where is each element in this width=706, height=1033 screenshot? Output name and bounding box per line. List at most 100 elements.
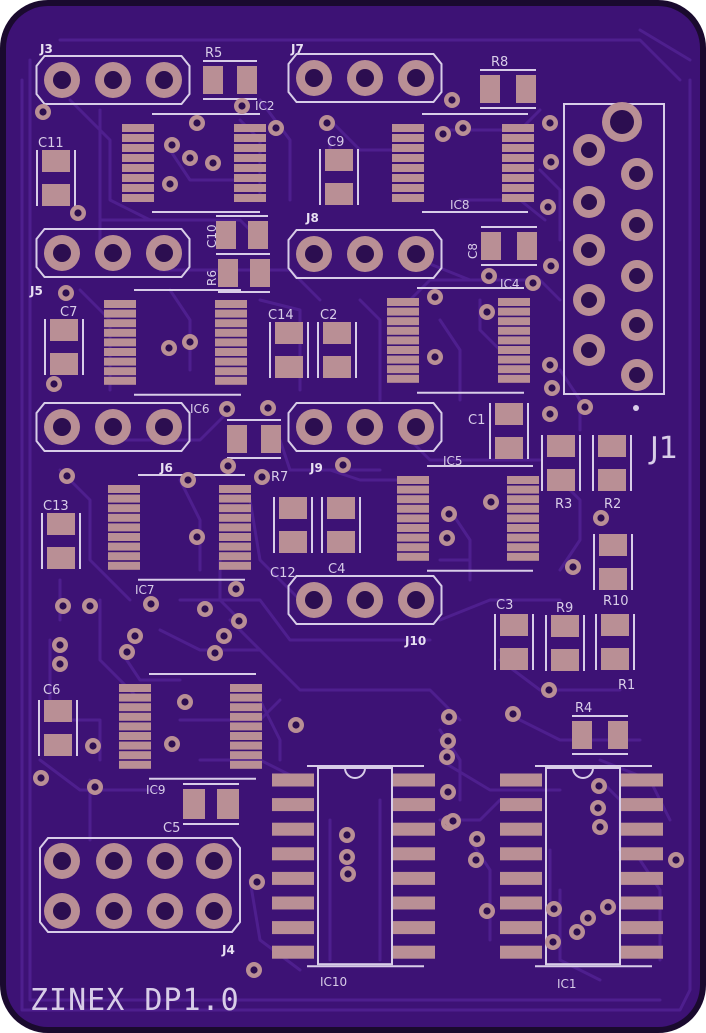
via	[58, 285, 74, 301]
board-title: ZINEX DP1.0	[30, 983, 240, 1018]
smd-pad	[387, 307, 419, 316]
header-j4	[39, 837, 241, 933]
smd-pad	[498, 346, 530, 354]
via	[440, 784, 456, 800]
smd-pad	[392, 124, 424, 132]
smd-pad	[230, 684, 262, 692]
smd-pad	[393, 896, 435, 910]
smd-pad	[393, 822, 435, 836]
smd-pad	[230, 741, 262, 750]
smd-pad	[50, 319, 78, 341]
label-c10: C10	[205, 224, 219, 248]
via	[445, 813, 461, 829]
header-j6	[35, 402, 191, 452]
smd-pad	[397, 543, 429, 552]
drill-hole	[305, 591, 323, 609]
ic-ic4	[387, 287, 530, 394]
smd-pad	[219, 494, 251, 503]
label-r1: R1	[618, 678, 635, 693]
smd-pad	[272, 847, 314, 861]
drill-hole	[629, 217, 645, 233]
smd-pad	[234, 134, 266, 142]
via	[288, 717, 304, 733]
smd-pad	[219, 533, 251, 541]
label-c6: C6	[43, 683, 60, 698]
drill-hole	[356, 591, 374, 609]
smd-pad	[104, 309, 136, 318]
pin1-notch	[344, 767, 366, 779]
smd-pad	[230, 712, 262, 721]
via	[335, 457, 351, 473]
drill-hole	[629, 317, 645, 333]
via	[590, 800, 606, 816]
smd-pad	[601, 614, 629, 636]
via	[180, 472, 196, 488]
part-r6	[218, 253, 270, 293]
part-c7	[44, 319, 84, 375]
smd-pad	[122, 184, 154, 192]
drill-hole	[104, 244, 122, 262]
drill-hole	[105, 852, 123, 870]
smd-pad	[621, 773, 663, 787]
smd-pad	[108, 552, 140, 561]
smd-pad	[608, 721, 628, 749]
smd-pad	[42, 184, 70, 206]
smd-pad	[601, 648, 629, 670]
smd-pad	[502, 174, 534, 182]
smd-pad	[393, 921, 435, 935]
smd-pad	[122, 174, 154, 182]
smd-pad	[215, 357, 247, 366]
smd-pad	[104, 319, 136, 328]
via	[668, 852, 684, 868]
smd-pad	[272, 871, 314, 885]
smd-pad	[500, 822, 542, 836]
smd-pad	[275, 322, 303, 344]
label-j10: J10	[404, 634, 426, 648]
smd-pad	[397, 485, 429, 494]
via	[444, 92, 460, 108]
smd-pad	[219, 523, 251, 532]
drill-hole	[53, 852, 71, 870]
header-j8	[287, 229, 443, 279]
label-j1: J1	[648, 431, 678, 466]
via	[541, 682, 557, 698]
part-r5	[203, 60, 257, 100]
header-j3	[35, 55, 191, 105]
via	[164, 736, 180, 752]
smd-pad	[480, 75, 500, 103]
smd-pad	[272, 822, 314, 836]
smd-pad	[387, 374, 419, 383]
smd-pad	[387, 346, 419, 354]
label-ic7: IC7	[135, 583, 155, 597]
via	[479, 304, 495, 320]
copper-traces	[20, 28, 692, 1012]
label-r10: R10	[603, 594, 629, 609]
smd-pad	[215, 300, 247, 308]
via	[481, 268, 497, 284]
header-j7	[287, 53, 443, 103]
smd-pad	[397, 552, 429, 561]
smd-pad	[502, 154, 534, 162]
smd-pad	[234, 184, 266, 192]
via	[164, 137, 180, 153]
smd-pad	[551, 615, 579, 637]
drill-hole	[407, 591, 425, 609]
smd-pad	[500, 614, 528, 636]
smd-pad	[230, 722, 262, 731]
via	[591, 778, 607, 794]
smd-pad	[219, 504, 251, 513]
smd-pad	[219, 542, 251, 551]
smd-pad	[500, 871, 542, 885]
drill-hole	[155, 244, 173, 262]
smd-pad	[215, 338, 247, 347]
smd-pad	[219, 552, 251, 561]
label-c2: C2	[320, 308, 337, 323]
smd-pad	[323, 322, 351, 344]
smd-pad	[397, 504, 429, 513]
label-c5: C5	[163, 821, 180, 836]
label-ic5: IC5	[443, 454, 463, 468]
smd-pad	[119, 703, 151, 712]
smd-pad	[272, 896, 314, 910]
smd-pad	[272, 945, 314, 959]
